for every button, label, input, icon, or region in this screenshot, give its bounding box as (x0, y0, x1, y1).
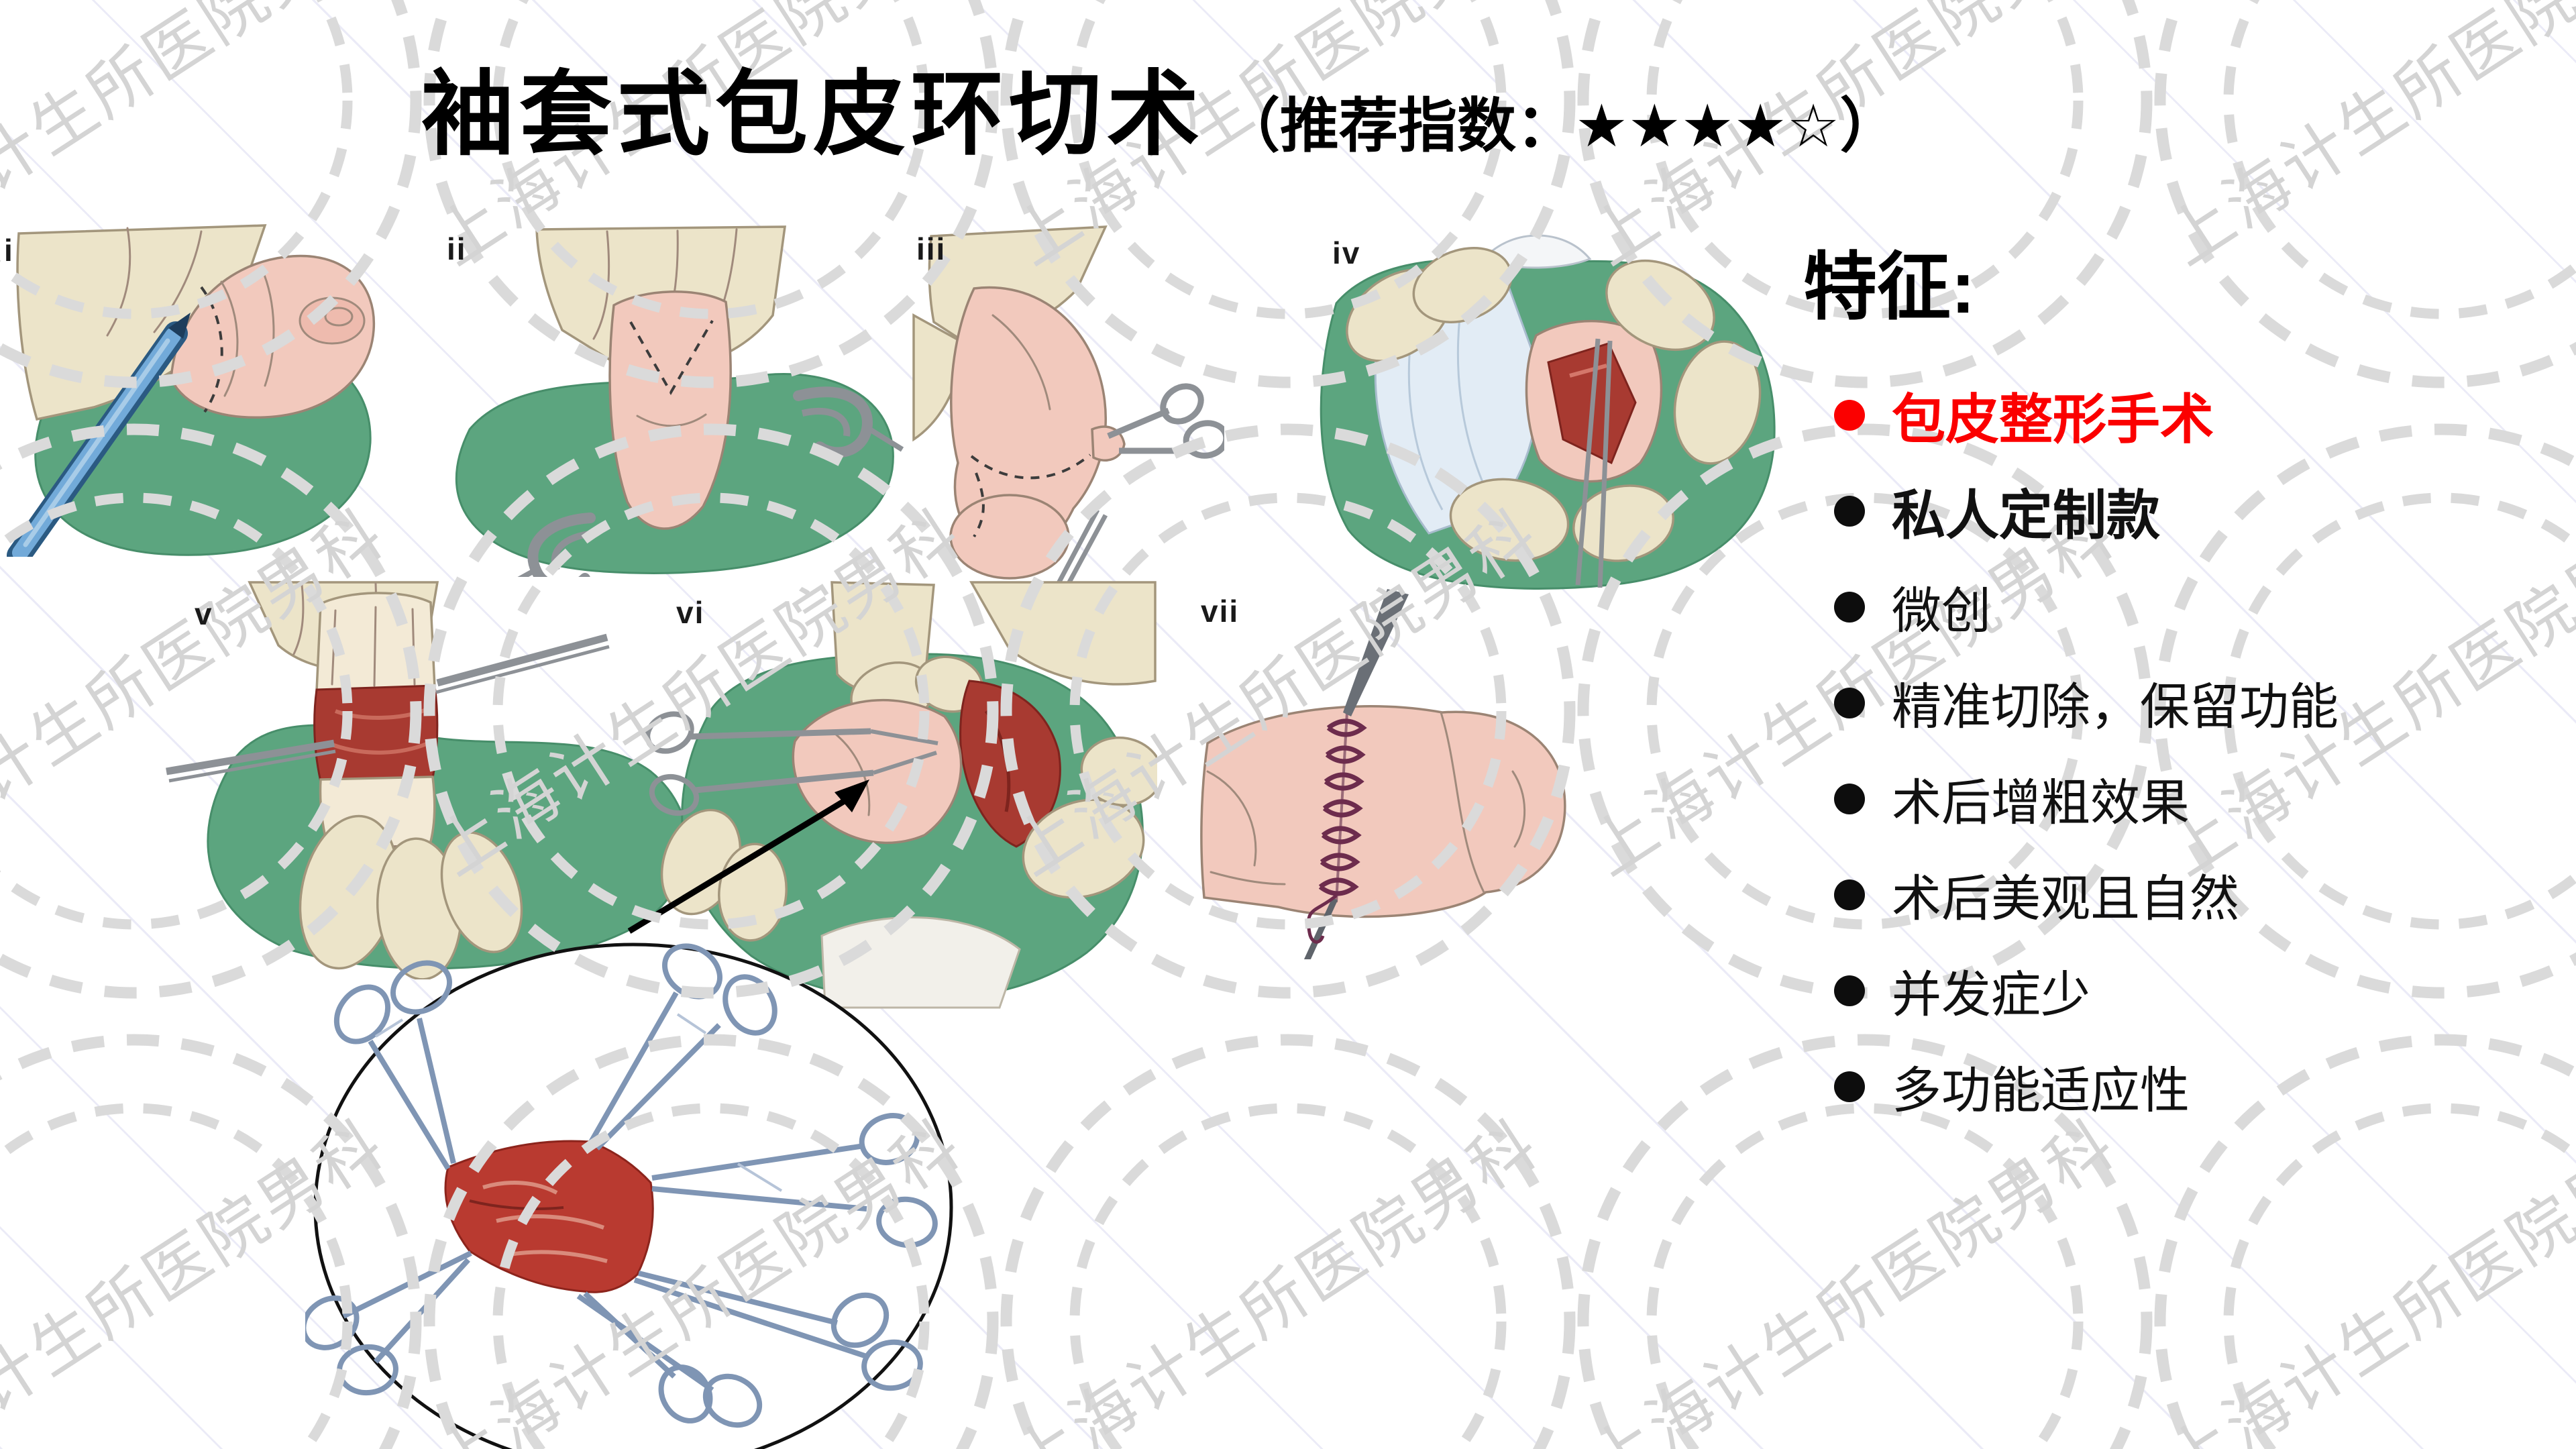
panel-iv-dissection-illustration (1320, 234, 1776, 590)
panel-label-i: i (4, 233, 14, 268)
bullet-dot (1834, 591, 1865, 623)
features-section: 特征: 包皮整形手术 私人定制款 微创 精准切除，保留功能 术后增粗效果 术后美… (1803, 247, 2339, 1134)
feature-text: 多功能适应性 (1892, 1063, 2190, 1118)
feature-item: 术后增粗效果 (1834, 751, 2339, 847)
features-list: 包皮整形手术 私人定制款 微创 精准切除，保留功能 术后增粗效果 术后美观且自然… (1834, 367, 2339, 1134)
bullet-dot (1834, 1071, 1865, 1102)
bullet-dot (1834, 495, 1865, 527)
feature-text: 术后美观且自然 (1892, 871, 2239, 926)
title-recommendation-stars: （推荐指数：★★★★☆） (1221, 93, 1899, 159)
panel-label-v: v (195, 596, 213, 631)
page-title: 袖套式包皮环切术（推荐指数：★★★★☆） (421, 39, 1898, 173)
penis-shaft (1200, 705, 1566, 918)
panel-label-iv: iv (1332, 235, 1361, 270)
feature-text: 私人定制款 (1892, 485, 2160, 545)
feature-text: 精准切除，保留功能 (1892, 679, 2339, 735)
panel-label-ii: ii (447, 231, 467, 266)
panel-vii-suture-illustration (1200, 589, 1566, 959)
feature-item: 微创 (1834, 559, 2339, 655)
feature-item: 包皮整形手术 (1834, 367, 2339, 463)
panel-label-vii: vii (1201, 594, 1240, 629)
features-heading: 特征: (1803, 246, 1976, 329)
feature-item: 术后美观且自然 (1834, 847, 2339, 943)
bullet-dot (1834, 687, 1865, 718)
traction-clamp (1091, 383, 1224, 462)
feature-item: 并发症少 (1834, 943, 2339, 1038)
panel-i-marking-illustration (7, 224, 376, 557)
panel-ii-traction-illustration (455, 225, 904, 577)
bullet-dot (1834, 975, 1865, 1006)
bullet-dot (1834, 783, 1865, 814)
feature-item: 私人定制款 (1834, 463, 2339, 559)
feature-text: 术后增粗效果 (1892, 775, 2190, 830)
inset-pointer-arrow (627, 780, 869, 934)
title-main: 袖套式包皮环切术 (421, 63, 1205, 166)
feature-text: 微创 (1892, 583, 1991, 639)
bullet-dot (1834, 399, 1865, 431)
feature-item: 精准切除，保留功能 (1834, 655, 2339, 751)
feature-item: 多功能适应性 (1834, 1038, 2339, 1134)
panel-label-iii: iii (916, 231, 947, 266)
panel-label-vi: vi (676, 595, 705, 630)
feature-text: 并发症少 (1892, 967, 2090, 1022)
bullet-dot (1834, 879, 1865, 910)
feature-text: 包皮整形手术 (1892, 389, 2214, 449)
panel-iii-sleeve-illustration (912, 225, 1224, 597)
